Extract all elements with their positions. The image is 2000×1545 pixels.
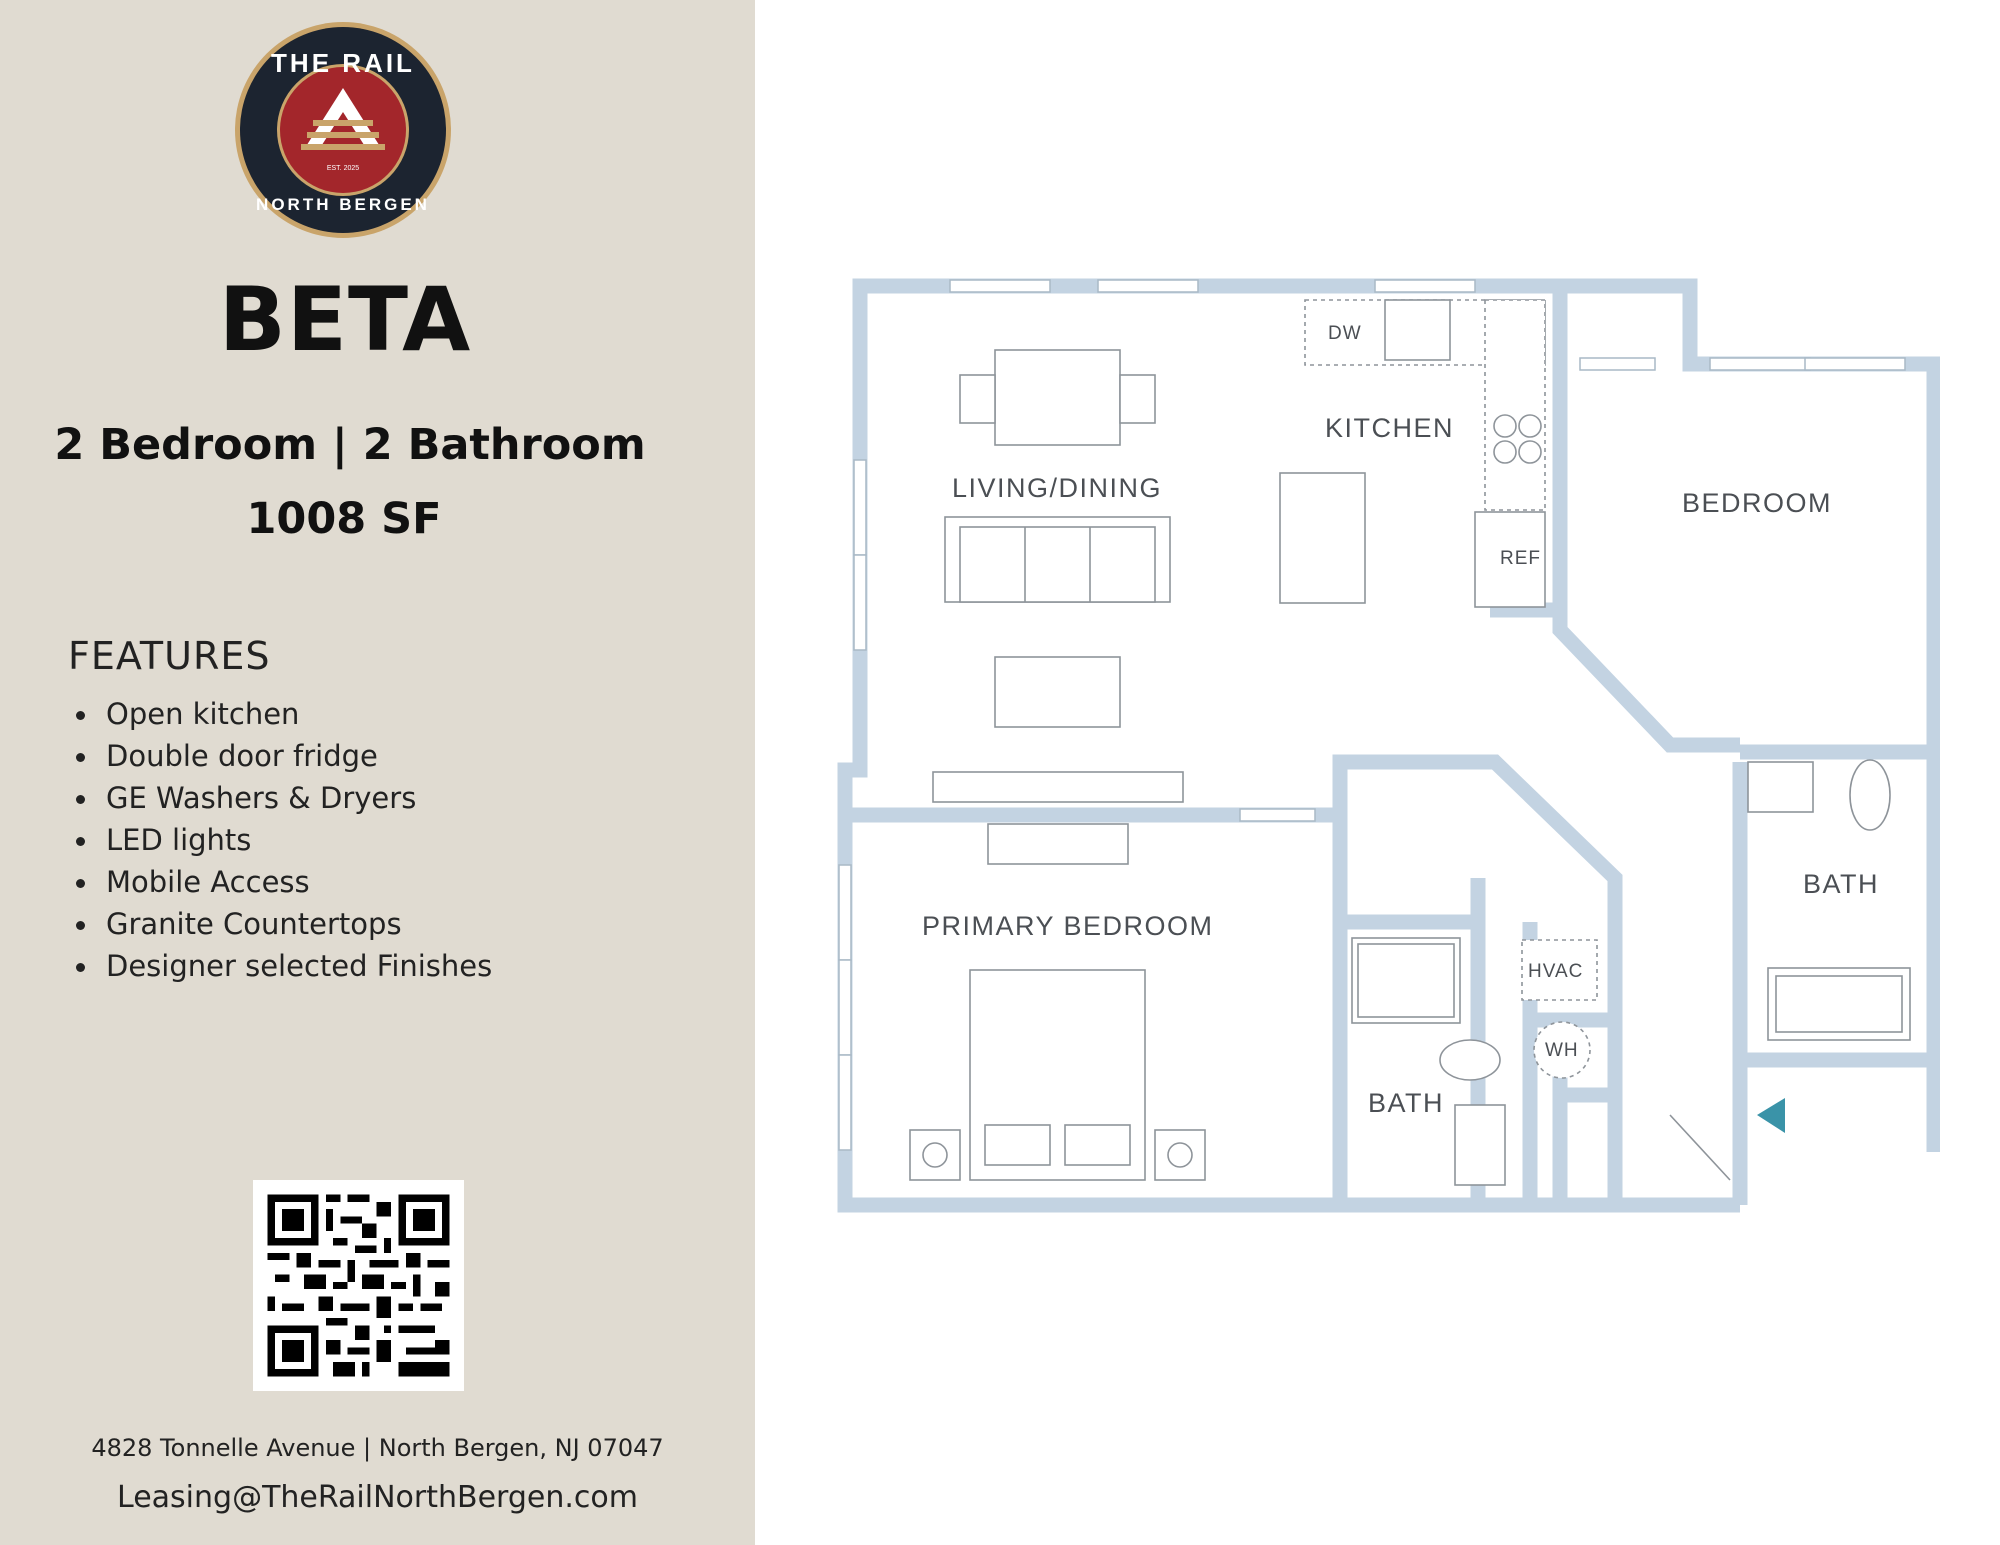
room-labels: LIVING/DINING KITCHEN BEDROOM PRIMARY BE… bbox=[922, 413, 1879, 1118]
features-list: Open kitchen Double door fridge GE Washe… bbox=[68, 693, 492, 987]
qr-code[interactable] bbox=[253, 1180, 464, 1391]
hvac-label: HVAC bbox=[1528, 961, 1583, 982]
fixture-labels: DW REF HVAC WH bbox=[1328, 323, 1583, 1061]
room-label-kitchen: KITCHEN bbox=[1325, 413, 1454, 443]
room-label-living-dining: LIVING/DINING bbox=[952, 473, 1162, 503]
unit-area: 1008 SF bbox=[246, 494, 442, 544]
feature-item: LED lights bbox=[68, 819, 492, 861]
entry-marker bbox=[1757, 1098, 1785, 1133]
room-label-bedroom: BEDROOM bbox=[1682, 488, 1832, 518]
feature-item: Double door fridge bbox=[68, 735, 492, 777]
feature-item: Mobile Access bbox=[68, 861, 492, 903]
furniture bbox=[909, 299, 1911, 1186]
room-label-primary-bedroom: PRIMARY BEDROOM bbox=[922, 911, 1214, 941]
features-heading: FEATURES bbox=[68, 634, 271, 678]
feature-item: Granite Countertops bbox=[68, 903, 492, 945]
email-link[interactable]: Leasing@TheRailNorthBergen.com bbox=[117, 1480, 638, 1515]
svg-text:NORTH BERGEN: NORTH BERGEN bbox=[256, 195, 430, 214]
water-heater-label: WH bbox=[1545, 1040, 1579, 1061]
feature-item: Designer selected Finishes bbox=[68, 945, 492, 987]
refrigerator-label: REF bbox=[1500, 548, 1541, 569]
feature-item: Open kitchen bbox=[68, 693, 492, 735]
floorplan-diagram: LIVING/DINING KITCHEN BEDROOM PRIMARY BE… bbox=[837, 278, 1940, 1213]
address-line: 4828 Tonnelle Avenue | North Bergen, NJ … bbox=[91, 1434, 664, 1462]
dishwasher-label: DW bbox=[1328, 323, 1362, 344]
the-rail-logo: EST. 2025 THE RAIL NORTH BERGEN bbox=[235, 22, 451, 238]
room-label-bath: BATH bbox=[1368, 1088, 1444, 1118]
svg-text:EST. 2025: EST. 2025 bbox=[327, 165, 359, 172]
unit-name: BETA bbox=[218, 268, 472, 371]
room-label-bath: BATH bbox=[1803, 869, 1879, 899]
feature-item: GE Washers & Dryers bbox=[68, 777, 492, 819]
info-sidebar: EST. 2025 THE RAIL NORTH BERGEN BETA 2 B… bbox=[0, 0, 755, 1545]
svg-text:THE RAIL: THE RAIL bbox=[271, 48, 415, 78]
unit-layout: 2 Bedroom | 2 Bathroom bbox=[54, 420, 646, 470]
windows bbox=[838, 279, 1906, 1151]
